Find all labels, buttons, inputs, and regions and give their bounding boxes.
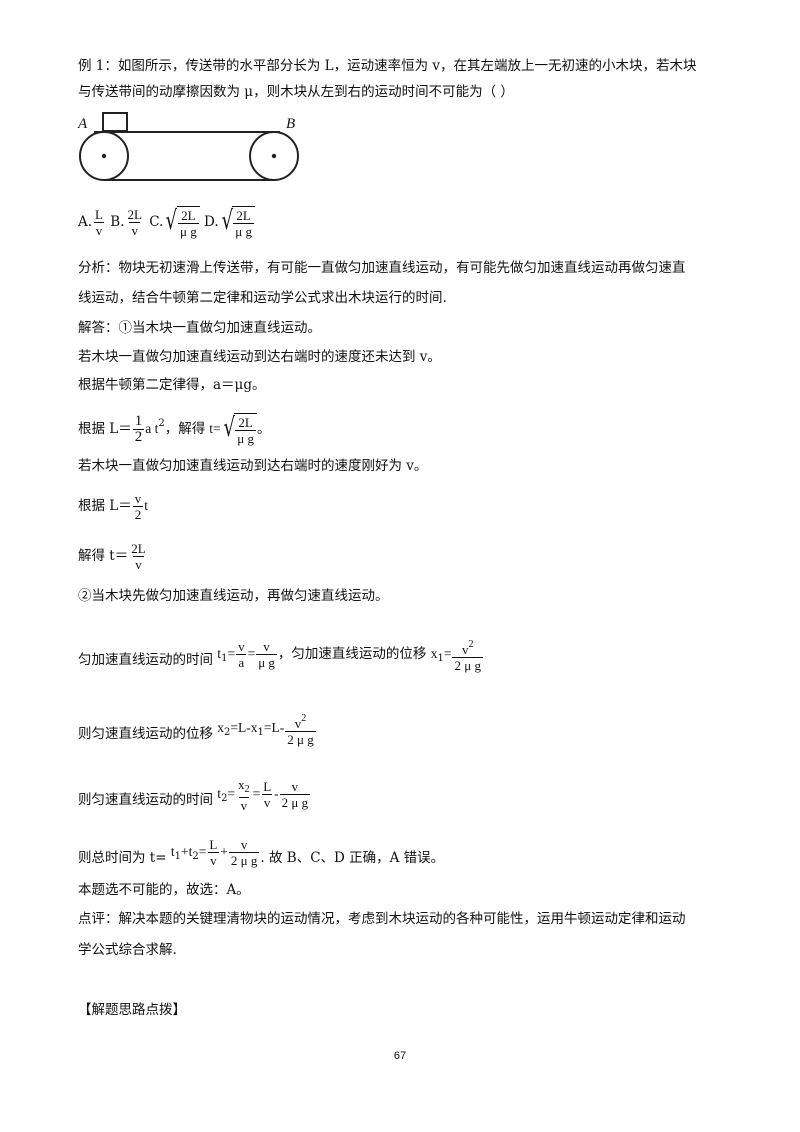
solution-case1-title: 解答：①当木块一直做匀加速直线运动。 (78, 320, 321, 336)
comment-line-1: 点评：解决本题的关键理清物块的运动情况，考虑到木块运动的各种可能性，运用牛顿运动… (78, 911, 686, 927)
option-d-label: D. (204, 214, 219, 230)
left-pulley-axle (101, 153, 107, 159)
solution-case1b: 若木块一直做匀加速直线运动到达右端时的速度刚好为 v。 (78, 458, 428, 474)
solution-answer: 本题选不可能的，故选：A。 (78, 882, 250, 898)
option-b-label: B. (110, 214, 125, 230)
right-pulley-axle (271, 153, 277, 159)
solution-case2-title: ②当木块先做匀加速直线运动，再做匀速直线运动。 (78, 588, 389, 604)
option-c-label: C. (149, 214, 164, 230)
left-pulley (79, 131, 129, 181)
conveyor-belt-figure (79, 112, 299, 181)
wood-block (102, 112, 128, 132)
problem-line-1: 例 1：如图所示，传送带的水平部分长为 L，运动速率恒为 v，在其左端放上一无初… (78, 58, 697, 74)
label-b: B (286, 116, 296, 132)
option-a-label: A. (78, 214, 93, 230)
solution-newton: 根据牛顿第二定律得，a＝μg。 (78, 377, 266, 393)
page-number: 67 (393, 1050, 407, 1062)
comment-line-2: 学公式综合求解. (78, 942, 177, 958)
solution-case1a: 若木块一直做匀加速直线运动到达右端时的速度还未达到 v。 (78, 349, 441, 365)
analysis-line-1: 分析：物块无初速滑上传送带，有可能一直做匀加速直线运动，有可能先做匀加速直线运动… (78, 260, 686, 276)
tips-heading: 【解题思路点拨】 (78, 1002, 186, 1018)
right-pulley (249, 131, 299, 181)
label-a: A (78, 116, 88, 132)
problem-line-2: 与传送带间的动摩擦因数为 μ，则木块从左到右的运动时间不可能为（ ） (78, 84, 514, 100)
analysis-line-2: 线运动，结合牛顿第二定律和运动学公式求出木块运行的时间. (78, 290, 447, 306)
